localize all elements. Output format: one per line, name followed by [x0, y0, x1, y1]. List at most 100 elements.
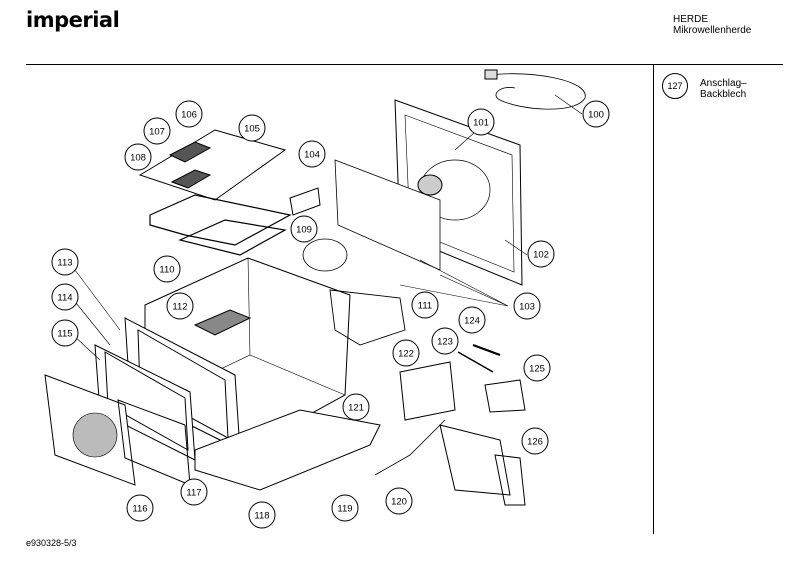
callout-label: 103: [519, 302, 535, 313]
legend-label: Anschlag– Backblech: [700, 78, 747, 100]
callout-118: 118: [248, 501, 276, 529]
callout-108: 108: [124, 143, 152, 171]
brand-logo: imperial: [26, 8, 120, 32]
side-bracket: [439, 424, 511, 496]
callout-circle: [392, 339, 420, 367]
callout-label: 123: [437, 337, 453, 348]
callout-104: 104: [298, 140, 326, 168]
callout-circle: [385, 487, 413, 515]
callout-circle: [238, 114, 266, 142]
callout-112: 112: [166, 292, 194, 320]
callout-126: 126: [521, 427, 549, 455]
callout-circle: [467, 108, 495, 136]
callout-label: 112: [172, 302, 187, 313]
legend-label-line1: Anschlag–: [700, 78, 747, 89]
callout-114: 114: [51, 283, 79, 311]
callout-circle: [331, 494, 359, 522]
callout-103: 103: [513, 292, 541, 320]
insulation-panel: [334, 159, 441, 271]
callout-102: 102: [527, 240, 555, 268]
bottom-plate: [194, 409, 381, 491]
spring: [472, 344, 501, 356]
callout-117: 117: [180, 478, 208, 506]
legend-callout-127: 127: [662, 73, 688, 99]
lamp-holder: [484, 379, 526, 413]
callout-125: 125: [523, 354, 551, 382]
power-cable: [489, 73, 586, 110]
callout-circle: [143, 117, 171, 145]
callout-circle: [175, 100, 203, 128]
callout-label: 126: [527, 437, 543, 448]
callout-circle: [411, 291, 439, 319]
callout-circle: [342, 393, 370, 421]
callout-label: 107: [149, 127, 165, 138]
callout-101: 101: [467, 108, 495, 136]
callout-circle: [124, 143, 152, 171]
callout-circle: [180, 478, 208, 506]
callout-124: 124: [458, 306, 486, 334]
callout-121: 121: [342, 393, 370, 421]
callout-116: 116: [126, 494, 154, 522]
callout-label: 111: [418, 301, 432, 312]
callout-label: 125: [529, 364, 545, 375]
callout-label: 110: [159, 265, 174, 276]
callout-circle: [298, 140, 326, 168]
callout-circle: [523, 354, 551, 382]
callout-110: 110: [153, 255, 181, 283]
callout-115: 115: [51, 319, 79, 347]
drawing-parts: [44, 69, 586, 506]
callout-label: 115: [57, 329, 72, 340]
legend-divider: [653, 64, 654, 534]
spring-rod: [457, 351, 494, 373]
callout-circle: [431, 327, 459, 355]
callout-122: 122: [392, 339, 420, 367]
callout-circle: [51, 283, 79, 311]
callout-label: 102: [533, 250, 549, 261]
callout-label: 106: [181, 110, 197, 121]
callout-107: 107: [143, 117, 171, 145]
callout-circle: [248, 501, 276, 529]
callout-circle: [521, 427, 549, 455]
fan: [302, 238, 348, 272]
callout-label: 101: [473, 118, 489, 129]
callout-circle: [51, 319, 79, 347]
callout-109: 109: [290, 215, 318, 243]
callout-label: 116: [132, 504, 147, 515]
header-category: HERDE: [673, 14, 709, 25]
callout-105: 105: [238, 114, 266, 142]
callout-label: 117: [186, 488, 201, 499]
callout-label: 122: [398, 349, 414, 360]
callout-label: 114: [57, 293, 72, 304]
callout-label: 113: [57, 258, 72, 269]
callout-circle: [458, 306, 486, 334]
callout-circle: [290, 215, 318, 243]
sensor-cable: [374, 419, 446, 476]
callout-label: 119: [337, 504, 352, 515]
callout-label: 104: [304, 150, 320, 161]
callout-label: 120: [391, 497, 407, 508]
callout-label: 108: [130, 153, 146, 164]
callout-circle: [513, 292, 541, 320]
legend-label-line2: Backblech: [700, 89, 747, 100]
header-divider: [26, 64, 783, 65]
heating-element: [149, 194, 292, 246]
hinge: [289, 187, 321, 216]
callout-label: 118: [254, 511, 269, 522]
header-subcategory: Mikrowellenherde: [673, 25, 752, 36]
callout-113: 113: [51, 248, 79, 276]
switch-bracket: [399, 361, 456, 421]
callout-circle: [51, 248, 79, 276]
callout-circle: [582, 100, 610, 128]
callout-119: 119: [331, 494, 359, 522]
callout-123: 123: [431, 327, 459, 355]
header-info: HERDE Mikrowellenherde: [673, 14, 783, 36]
callout-label: 121: [348, 403, 364, 414]
callout-100: 100: [582, 100, 610, 128]
callout-circle: [166, 292, 194, 320]
callout-circle: [153, 255, 181, 283]
part-callouts: 100 101 102 103 104 105 106 107 108 109 110 111 112 1…: [51, 100, 610, 529]
callout-106: 106: [175, 100, 203, 128]
drawing-code: e930328-5/3: [26, 538, 77, 548]
callout-111: 111: [411, 291, 439, 319]
